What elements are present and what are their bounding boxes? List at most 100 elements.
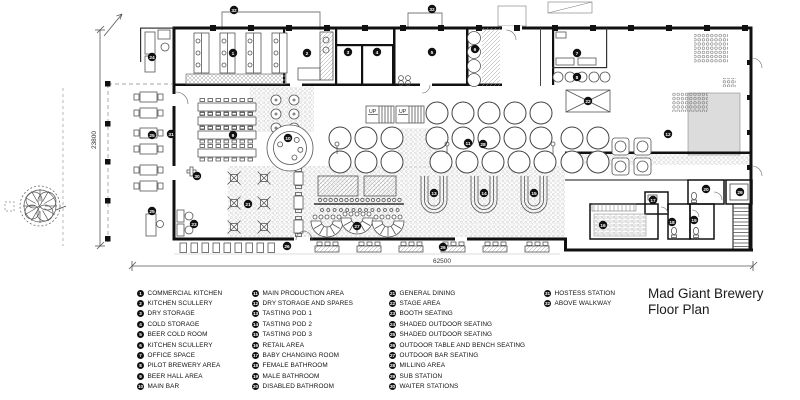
legend-number-badge: 30: [389, 383, 396, 391]
svg-text:25: 25: [149, 209, 155, 215]
legend-number-badge: 29: [389, 372, 396, 380]
svg-text:13: 13: [431, 191, 437, 197]
svg-text:1: 1: [232, 51, 235, 57]
legend-number-badge: 5: [137, 331, 144, 339]
legend-label: SHADED OUTDOOR SEATING: [399, 331, 493, 339]
room-badge: 28: [478, 139, 488, 149]
legend-number-badge: 9: [137, 372, 144, 380]
room-badge: 26: [282, 241, 292, 251]
svg-text:17: 17: [650, 198, 656, 204]
legend-number-badge: 11: [252, 289, 259, 297]
legend-label: HOSTESS STATION: [554, 289, 616, 297]
svg-text:23: 23: [191, 222, 197, 228]
grain-bag-grid: [694, 33, 728, 63]
retail-shelves: [593, 213, 647, 237]
svg-text:4: 4: [376, 50, 379, 56]
legend-number-badge: 22: [389, 300, 396, 308]
svg-text:22: 22: [585, 99, 591, 105]
room-badge: 4: [372, 47, 382, 57]
svg-text:15: 15: [531, 191, 537, 197]
svg-text:7: 7: [576, 51, 579, 57]
floor-textures: [228, 33, 750, 238]
legend-label: DRY STORAGE: [147, 310, 195, 318]
se-wing-rooms: [565, 179, 753, 251]
legend-number-badge: 19: [252, 372, 259, 380]
legend-label: MALE BATHROOM: [262, 372, 320, 380]
legend-label: GENERAL DINING: [399, 289, 456, 297]
baby-changing-room: [644, 191, 669, 215]
up-stair-label: UP: [399, 109, 407, 115]
svg-text:11: 11: [465, 141, 470, 147]
svg-text:32: 32: [429, 7, 435, 13]
room-badge: 30: [192, 171, 202, 181]
legend-number-badge: 3: [137, 310, 144, 318]
room-badge: 25: [147, 206, 157, 216]
legend-label: SUB STATION: [399, 372, 443, 380]
legend-label: FEMALE BATHROOM: [262, 362, 328, 370]
room-badge: 22: [583, 96, 593, 106]
legend-label: BABY CHANGING ROOM: [262, 352, 340, 360]
svg-text:32: 32: [231, 8, 237, 14]
legend-number-badge: 27: [389, 352, 396, 360]
legend-label: DISABLED BATHROOM: [262, 383, 335, 391]
svg-text:27: 27: [354, 224, 360, 230]
room-badge: 11: [463, 138, 473, 148]
svg-text:12: 12: [665, 132, 671, 138]
legend-label: OFFICE SPACE: [147, 352, 196, 360]
legend-label: OUTDOOR TABLE AND BENCH SEATING: [399, 341, 526, 349]
legend-number-badge: 10: [137, 383, 144, 391]
kitchen-pass-counter: [185, 73, 287, 85]
room-badge: 7: [572, 48, 582, 58]
legend-number-badge: 32: [544, 300, 551, 308]
floor-plan-drawing: 62500 23800: [4, 1, 763, 271]
legend-number-badge: 13: [252, 310, 259, 318]
room-badge: 32: [229, 5, 239, 15]
svg-text:30: 30: [194, 174, 200, 180]
legend-number-badge: 25: [389, 331, 396, 339]
legend-label: WAITER STATIONS: [399, 383, 459, 391]
svg-text:20: 20: [703, 187, 709, 193]
room-badge: 19: [689, 215, 699, 225]
legend-label: BEER HALL AREA: [147, 372, 203, 380]
grain-bag-grid: [722, 78, 736, 87]
legend-number-badge: 14: [252, 320, 259, 328]
room-badge: 3: [343, 47, 353, 57]
legend-label: KITCHEN SCULLERY: [147, 300, 213, 308]
legend-label: TASTING POD 3: [262, 331, 312, 339]
svg-text:18: 18: [669, 220, 675, 226]
legend-label: MILLING AREA: [399, 362, 446, 370]
door-openings: [172, 26, 522, 241]
disabled-bathroom-room: [687, 179, 725, 205]
legend-label: COLD STORAGE: [147, 320, 200, 328]
up-stair-label: UP: [369, 109, 377, 115]
svg-text:2: 2: [306, 51, 309, 57]
room-badge: 31: [166, 129, 176, 139]
room-badge: 1: [228, 48, 238, 58]
svg-text:26: 26: [440, 245, 446, 251]
room-badge: 32: [427, 4, 437, 14]
svg-text:21: 21: [245, 202, 251, 208]
legend-number-badge: 20: [252, 383, 259, 391]
legend-label: BEER COLD ROOM: [147, 331, 208, 339]
room-badge: 8: [572, 72, 582, 82]
